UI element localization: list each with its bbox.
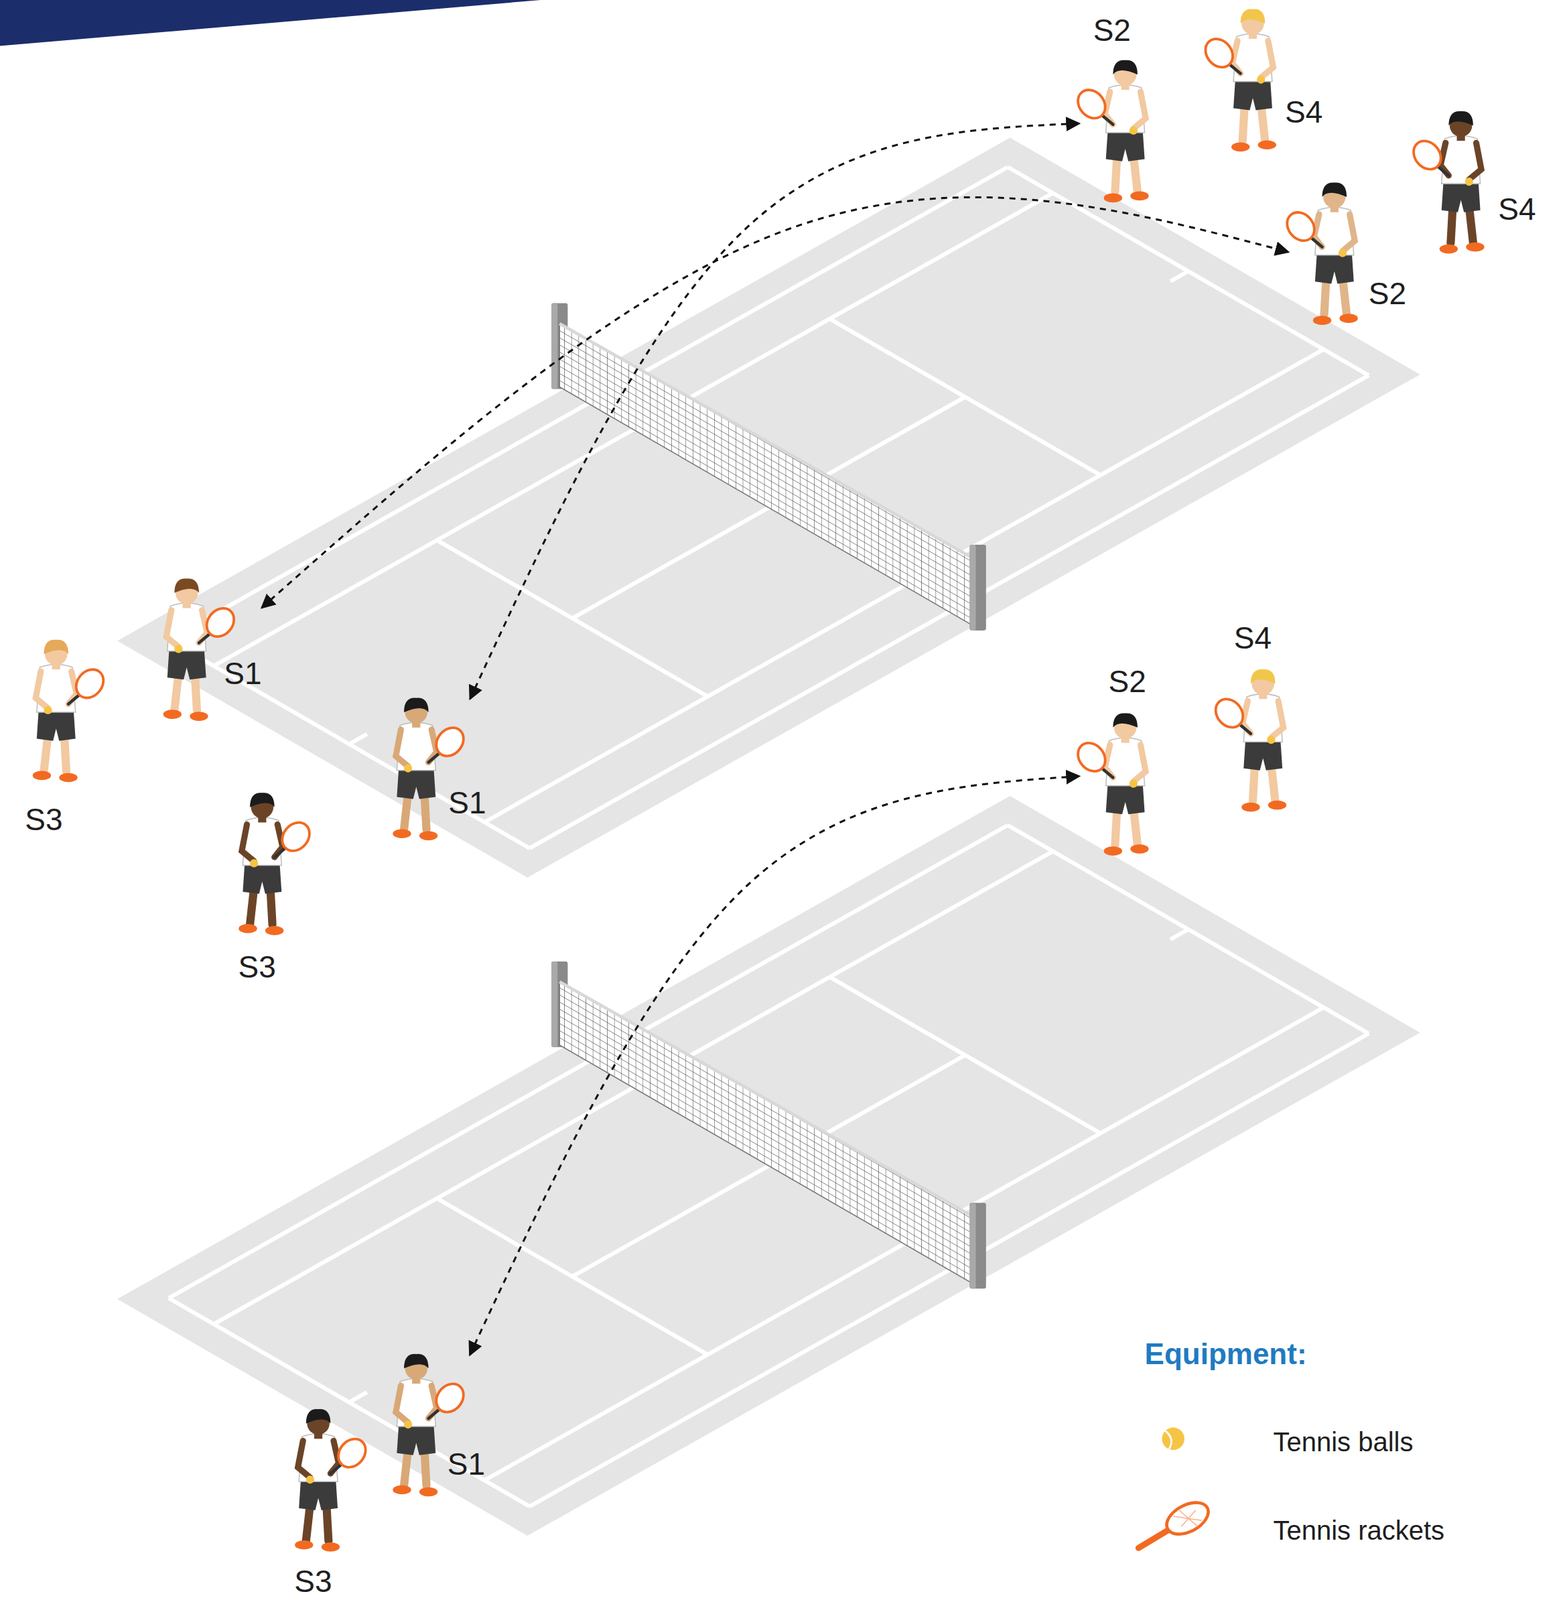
header-band	[0, 0, 541, 47]
ball-path-arrow	[470, 123, 1080, 699]
player-label: S1	[223, 656, 262, 691]
player: S4	[1206, 10, 1323, 153]
player: S2	[1079, 13, 1172, 204]
player: S4	[1414, 112, 1536, 256]
player: S4	[1217, 621, 1310, 814]
player-label: S3	[24, 802, 63, 837]
player: S1	[140, 579, 262, 723]
players	[32, 9, 1485, 1552]
ball-path-arrow	[261, 196, 1289, 608]
player: S1	[370, 1354, 486, 1498]
player-label: S2	[1093, 13, 1131, 48]
court	[117, 138, 1421, 878]
player-label: S3	[294, 1564, 332, 1599]
legend-title: Equipment:	[1144, 1337, 1308, 1372]
player: S3	[10, 640, 102, 837]
player-label: S3	[238, 949, 277, 985]
player-label: S4	[1284, 95, 1323, 130]
player-label: S2	[1368, 276, 1407, 311]
player-label: S2	[1108, 664, 1147, 699]
ball-path-arrow	[469, 775, 1080, 1355]
legend-text: Tennis balls	[1272, 1426, 1413, 1458]
player: S2	[1079, 664, 1172, 857]
player-label: S4	[1497, 192, 1536, 227]
player-label: S1	[448, 785, 486, 821]
player: S1	[370, 698, 487, 842]
player-label: S4	[1234, 621, 1272, 656]
player: S3	[216, 793, 309, 985]
legend-text: Tennis rackets	[1272, 1514, 1445, 1546]
player-label: S1	[447, 1447, 486, 1482]
player: S2	[1288, 183, 1407, 327]
legend-icons	[1138, 1427, 1214, 1549]
tennis-courts	[117, 138, 1421, 1536]
player: S3	[272, 1410, 365, 1599]
